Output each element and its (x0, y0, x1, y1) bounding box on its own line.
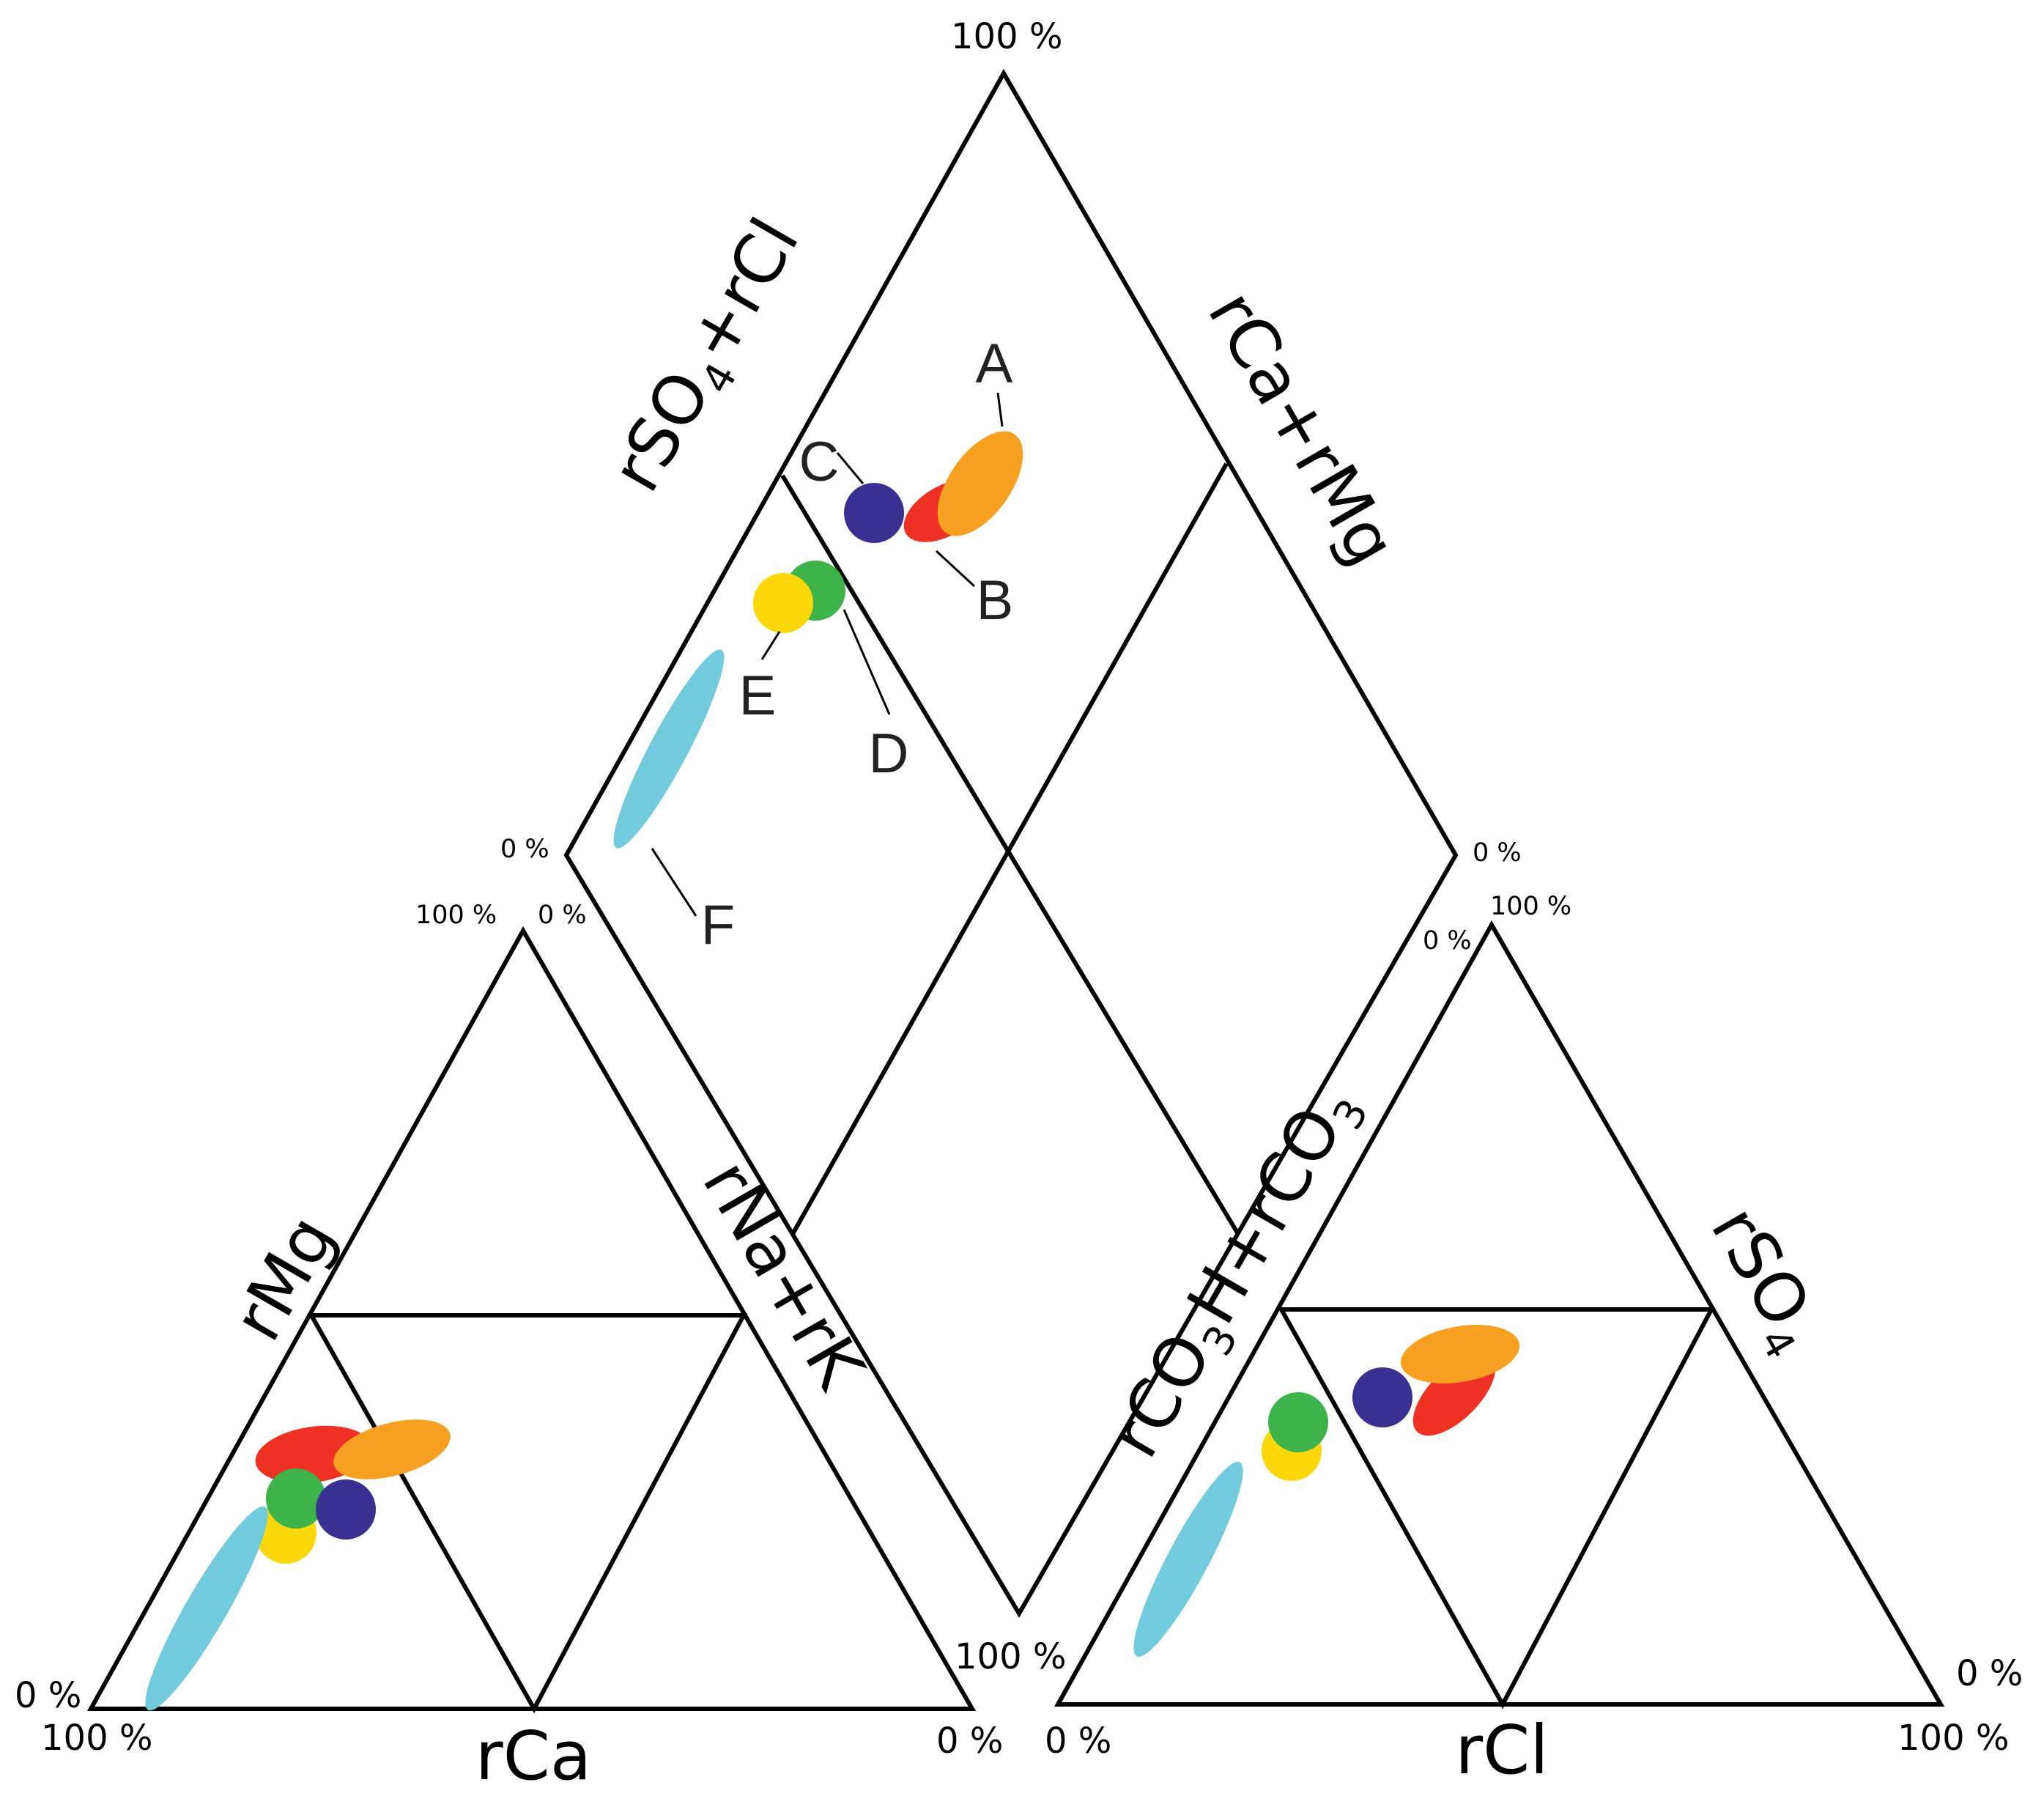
group-f-diamond (613, 649, 725, 849)
label-f: F (701, 894, 735, 956)
diamond-mid-line-b (790, 462, 1229, 1235)
group-d-anion (1268, 1392, 1328, 1452)
pct-anion-right-bottom: 100 % (1897, 1718, 2009, 1759)
anion-triangle (1054, 920, 1945, 1710)
label-b: B (977, 569, 1014, 632)
pct-diamond-bottom: 100 % (955, 1636, 1066, 1677)
anion-groups (1133, 1324, 1520, 1658)
group-d-cation (266, 1468, 326, 1529)
cation-triangle (86, 925, 977, 1714)
diamond-mid-line-a (780, 474, 1240, 1235)
pct-anion-apex-right: 100 % (1490, 892, 1571, 921)
group-a-anion (1400, 1324, 1520, 1384)
group-a-cation (333, 1419, 451, 1479)
cation-inner-triangle (307, 1313, 747, 1714)
pct-anion-apex-left: 0 % (1423, 926, 1472, 956)
cation-bottom-axis-label: rCa (475, 1717, 591, 1795)
diamond-groups (613, 431, 1023, 849)
diamond-frame (563, 68, 1459, 1618)
leader-f (651, 848, 697, 917)
anion-right-axis-label: rSO4 (1688, 1194, 1838, 1367)
leader-e (760, 631, 781, 660)
leader-b (935, 550, 976, 588)
cation-triangle-outline (86, 925, 977, 1711)
group-f-cation (145, 1506, 268, 1711)
label-a: A (976, 333, 1013, 395)
pct-cation-apex-left: 100 % (415, 901, 497, 930)
pct-diamond-top: 100 % (951, 16, 1062, 57)
group-c-diamond (844, 483, 904, 543)
pct-anion-right-side: 0 % (1956, 1653, 2023, 1694)
label-d: D (869, 723, 909, 785)
pct-cation-left-bottom: 100 % (41, 1718, 152, 1759)
pct-anion-left-bottom: 0 % (1045, 1721, 1111, 1762)
pct-cation-apex-right: 0 % (538, 901, 587, 930)
group-c-anion (1352, 1367, 1412, 1427)
pct-cation-right-bottom: 0 % (936, 1721, 1003, 1762)
anion-bottom-axis-label: rCl (1455, 1711, 1549, 1789)
leader-c (836, 452, 864, 484)
leader-d (843, 609, 891, 715)
group-e-diamond (753, 573, 813, 633)
pct-diamond-right: 0 % (1473, 838, 1522, 868)
pct-diamond-left: 0 % (500, 835, 549, 864)
leader-lines (651, 392, 1004, 917)
group-c-cation (316, 1479, 376, 1540)
pct-cation-left-side: 0 % (15, 1675, 81, 1716)
anion-inner-triangle (1277, 1307, 1715, 1710)
leader-a (996, 392, 1004, 427)
label-e: E (739, 665, 777, 727)
group-a-diamond (937, 431, 1023, 536)
label-c: C (799, 431, 840, 493)
diamond-outline (563, 68, 1459, 1618)
anion-triangle-outline (1054, 920, 1945, 1707)
anion-left-axis-label: rCO3H+rCO3 (1095, 1071, 1378, 1474)
cation-groups (145, 1419, 451, 1711)
group-f-anion (1133, 1461, 1243, 1658)
diamond-upper-right-axis-label: rCa+rMg (1193, 278, 1411, 578)
